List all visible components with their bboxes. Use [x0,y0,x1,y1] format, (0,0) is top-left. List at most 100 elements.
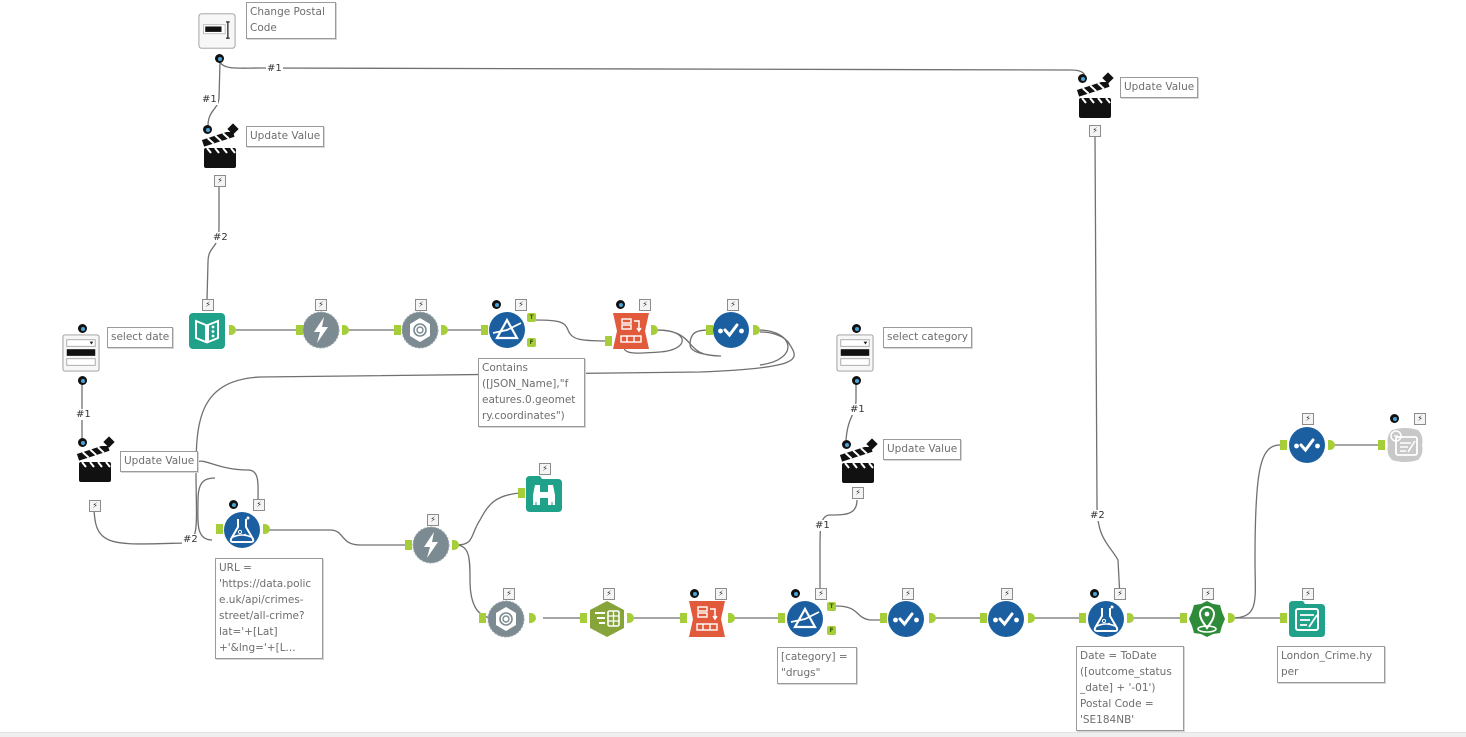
browse-tool[interactable] [525,475,563,513]
input-anchor[interactable] [479,613,486,623]
wire-postal-to-right-action [219,61,1086,79]
output-anchor[interactable] [753,325,760,335]
input-anchor[interactable] [680,613,687,623]
interface-anchor-icon [215,54,224,63]
wire-label: #1 [75,409,92,420]
input-anchor[interactable] [481,325,488,335]
input-anchor[interactable] [1280,440,1287,450]
input-anchor[interactable] [580,613,587,623]
output-document-icon [1387,428,1423,462]
input-anchor[interactable] [1079,613,1086,623]
lightning-icon: ⚡ [852,487,864,499]
annotation-output-hyper: London_Crime.hy per [1277,646,1385,683]
input-anchor[interactable] [980,613,987,623]
annotation-formula-url: URL = 'https://data.polic e.uk/api/crime… [215,558,323,659]
formula-tool-date[interactable] [1087,600,1125,638]
select-tool-1[interactable] [712,311,750,349]
input-anchor[interactable] [778,613,785,623]
output-anchor[interactable] [728,613,735,623]
output-anchor[interactable] [1028,613,1035,623]
lightning-icon [412,526,450,564]
text-to-columns-tool-1[interactable] [612,312,650,350]
filter-prism-icon [787,601,823,637]
lightning-icon: ⚡ [89,500,101,512]
wire-postal-to-left-action [207,61,221,127]
select-tool-4[interactable] [1288,426,1326,464]
dropdown-date-tool[interactable] [62,334,102,374]
interface-anchor-icon [1390,414,1399,423]
lightning-icon [302,311,340,349]
wire-label: #1 [266,63,283,74]
dynamic-input-tool[interactable] [302,311,340,349]
filter-tool-2[interactable] [786,600,824,638]
lightning-icon: ⚡ [815,588,827,600]
input-anchor[interactable] [1378,440,1385,450]
input-anchor[interactable] [1280,613,1287,623]
lightning-icon: ⚡ [214,175,226,187]
interface-anchor-icon [791,589,800,598]
output-tool-hyper[interactable] [1288,600,1326,638]
binoculars-icon [526,476,562,512]
json-parse-tool[interactable] [401,311,439,349]
cross-tab-tool[interactable] [588,600,626,638]
formula-tool-url[interactable] [223,511,261,549]
output-anchor[interactable] [1328,440,1335,450]
select-tool-2[interactable] [887,600,925,638]
action-tool-top-right[interactable] [1076,82,1114,120]
clapperboard-icon [201,132,236,168]
dropdown-icon [62,334,100,372]
output-anchor[interactable] [929,613,936,623]
select-checkmark-icon [888,601,924,637]
false-anchor[interactable]: F [527,338,536,347]
action-tool-category[interactable] [839,447,877,485]
output-anchor[interactable] [1228,613,1235,623]
lightning-icon: ⚡ [639,299,651,311]
lightning-icon: ⚡ [902,588,914,600]
lightning-icon: ⚡ [539,463,551,475]
output-anchor[interactable] [441,325,448,335]
input-anchor[interactable] [216,524,223,534]
output-anchor[interactable] [263,524,270,534]
filter-tool-1[interactable] [488,311,526,349]
text-box-tool[interactable] [198,12,240,52]
false-anchor[interactable]: F [827,626,836,635]
true-anchor[interactable]: T [527,313,536,322]
lightning-icon: ⚡ [603,588,615,600]
true-anchor[interactable]: T [827,602,836,611]
create-points-tool[interactable] [1188,600,1226,638]
dropdown-category-tool[interactable] [836,334,876,374]
output-anchor[interactable] [627,613,634,623]
input-anchor[interactable] [394,325,401,335]
action-tool-top-left[interactable] [201,132,239,170]
output-anchor[interactable] [529,613,536,623]
interface-anchor-icon [229,500,238,509]
lightning-icon: ⚡ [202,299,214,311]
download-tool[interactable] [412,526,450,564]
clapperboard-icon [76,446,111,482]
output-anchor[interactable] [651,325,658,335]
lightning-icon: ⚡ [1202,588,1214,600]
output-tool-disabled[interactable] [1386,426,1424,464]
action-tool-date[interactable] [76,446,114,484]
text-to-columns-tool-2[interactable] [688,600,726,638]
input-anchor[interactable] [518,488,525,498]
input-anchor[interactable] [405,540,412,550]
json-parse-tool-2[interactable] [487,600,525,638]
input-anchor[interactable] [296,325,303,335]
input-anchor[interactable] [706,325,713,335]
input-anchor[interactable] [1180,613,1187,623]
output-anchor[interactable] [342,325,349,335]
output-anchor[interactable] [229,325,236,335]
input-anchor[interactable] [880,613,887,623]
select-tool-3[interactable] [987,600,1025,638]
wire-label: #2 [182,534,199,545]
interface-anchor-icon [1090,589,1099,598]
text-box-icon [198,13,236,49]
input-anchor[interactable] [605,336,612,346]
output-anchor[interactable] [452,540,459,550]
output-anchor[interactable] [1127,613,1134,623]
interface-anchor-icon [616,300,625,309]
annotation-update-value: Update Value [120,451,199,472]
text-input-tool[interactable] [188,312,226,350]
